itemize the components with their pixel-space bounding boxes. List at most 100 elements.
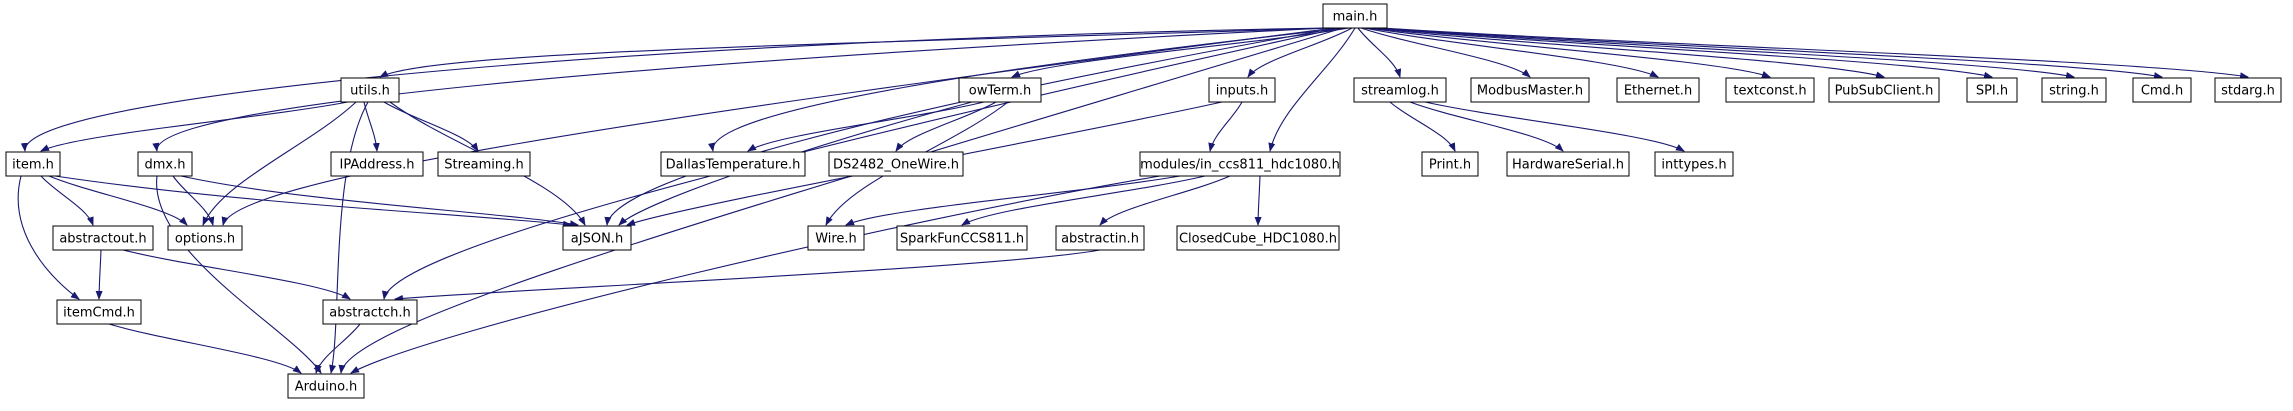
node-label-hardwareserial_h: HardwareSerial.h [1512,158,1624,173]
edge-main_h-to-owterm_h [1011,27,1350,78]
node-owterm_h[interactable]: owTerm.h [958,77,1042,103]
node-modules_in_ccs811_hdc1080_h[interactable]: modules/in_ccs811_hdc1080.h [1139,151,1341,177]
node-stdarg_h[interactable]: stdarg.h [2214,77,2282,103]
node-box-pubsubclient_h[interactable] [1828,77,1940,103]
node-label-dallastemperature_h: DallasTemperature.h [666,158,801,173]
edge-main_h-to-inputs_h [1247,27,1353,78]
node-box-owterm_h[interactable] [958,77,1042,103]
edge-utils_h-to-item_h [40,101,349,152]
node-box-ds2482_onewire_h[interactable] [828,151,964,177]
node-box-inputs_h[interactable] [1208,77,1276,103]
node-box-hardwareserial_h[interactable] [1506,151,1630,177]
node-abstractout_h[interactable]: abstractout.h [52,225,154,251]
node-ethernet_h[interactable]: Ethernet.h [1616,77,1700,103]
node-inttypes_h[interactable]: inttypes.h [1654,151,1734,177]
node-streaming_h[interactable]: Streaming.h [437,151,531,177]
node-label-streaming_h: Streaming.h [444,158,524,173]
node-label-streamlog_h: streamlog.h [1361,84,1439,99]
node-box-abstractch_h[interactable] [322,299,418,325]
node-box-item_h[interactable] [5,151,61,177]
node-hardwareserial_h[interactable]: HardwareSerial.h [1506,151,1630,177]
node-arduino_h[interactable]: Arduino.h [287,373,365,399]
edges-layer [17,27,2249,374]
node-box-modbusmaster_h[interactable] [1470,77,1590,103]
edge-main_h-to-utils_h [379,27,1332,78]
node-box-string_h[interactable] [2041,77,2107,103]
node-ds2482_onewire_h[interactable]: DS2482_OneWire.h [828,151,964,177]
node-box-textconst_h[interactable] [1725,77,1815,103]
node-label-itemcmd_h: itemCmd.h [63,306,135,321]
node-closedcube_hdc1080_h[interactable]: ClosedCube_HDC1080.h [1176,225,1340,251]
node-box-ethernet_h[interactable] [1616,77,1700,103]
node-label-arduino_h: Arduino.h [295,380,357,395]
node-label-inttypes_h: inttypes.h [1661,158,1726,173]
node-dallastemperature_h[interactable]: DallasTemperature.h [660,151,806,177]
node-string_h[interactable]: string.h [2041,77,2107,103]
node-abstractch_h[interactable]: abstractch.h [322,299,418,325]
node-box-stdarg_h[interactable] [2214,77,2282,103]
edge-main_h-to-spi_h [1372,27,1993,79]
node-item_h[interactable]: item.h [5,151,61,177]
edge-item_h-to-options_h [48,175,188,226]
node-label-item_h: item.h [12,158,54,173]
edge-dmx_h-to-ajson_h [180,175,579,228]
edge-main_h-to-modbusmaster_h [1360,27,1531,78]
node-box-itemcmd_h[interactable] [56,299,142,325]
node-utils_h[interactable]: utils.h [340,77,400,103]
node-dmx_h[interactable]: dmx.h [137,151,193,177]
node-box-ajson_h[interactable] [562,225,632,251]
node-inputs_h[interactable]: inputs.h [1208,77,1276,103]
node-ipaddress_h[interactable]: IPAddress.h [330,151,424,177]
edge-main_h-to-cmd_h [1378,27,2163,80]
node-wire_h[interactable]: Wire.h [807,225,865,251]
node-box-utils_h[interactable] [340,77,400,103]
node-label-ipaddress_h: IPAddress.h [340,158,415,173]
node-cmd_h[interactable]: Cmd.h [2132,77,2192,103]
node-box-dmx_h[interactable] [137,151,193,177]
node-label-abstractout_h: abstractout.h [59,232,146,247]
edge-main_h-to-pubsubclient_h [1369,27,1885,79]
edge-main_h-to-string_h [1375,27,2075,79]
edge-item_h-to-ajson_h [54,175,572,228]
node-box-spi_h[interactable] [1966,77,2018,103]
node-box-main_h[interactable] [1322,3,1388,29]
node-label-textconst_h: textconst.h [1733,84,1806,99]
node-sparkfunccs811_h[interactable]: SparkFunCCS811.h [896,225,1028,251]
node-label-utils_h: utils.h [350,84,390,99]
node-box-abstractout_h[interactable] [52,225,154,251]
edge-utils_h-to-ipaddress_h [363,101,380,152]
edge-main_h-to-ajson_h [604,27,1338,226]
node-spi_h[interactable]: SPI.h [1966,77,2018,103]
node-box-options_h[interactable] [167,225,243,251]
node-main_h[interactable]: main.h [1322,3,1388,29]
node-box-wire_h[interactable] [807,225,865,251]
node-box-dallastemperature_h[interactable] [660,151,806,177]
node-box-cmd_h[interactable] [2132,77,2192,103]
node-box-inttypes_h[interactable] [1654,151,1734,177]
node-box-sparkfunccs811_h[interactable] [896,225,1028,251]
node-abstractin_h[interactable]: abstractin.h [1055,225,1145,251]
node-options_h[interactable]: options.h [167,225,243,251]
node-box-abstractin_h[interactable] [1055,225,1145,251]
node-box-arduino_h[interactable] [287,373,365,399]
node-box-streamlog_h[interactable] [1353,77,1447,103]
edge-main_h-to-arduino_h [338,27,1344,374]
edge-modules_in_ccs811_hdc1080_h-to-abstractin_h [1099,175,1231,226]
node-print_h[interactable]: Print.h [1421,151,1479,177]
node-streamlog_h[interactable]: streamlog.h [1353,77,1447,103]
node-itemcmd_h[interactable]: itemCmd.h [56,299,142,325]
edge-item_h-to-abstractout_h [40,175,94,226]
node-ajson_h[interactable]: aJSON.h [562,225,632,251]
node-box-modules_in_ccs811_hdc1080_h[interactable] [1139,151,1341,177]
node-pubsubclient_h[interactable]: PubSubClient.h [1828,77,1940,103]
node-box-print_h[interactable] [1421,151,1479,177]
node-modbusmaster_h[interactable]: ModbusMaster.h [1470,77,1590,103]
node-textconst_h[interactable]: textconst.h [1725,77,1815,103]
node-box-closedcube_hdc1080_h[interactable] [1176,225,1340,251]
node-box-ipaddress_h[interactable] [330,151,424,177]
node-box-streaming_h[interactable] [437,151,531,177]
edge-abstractout_h-to-itemcmd_h [95,249,103,300]
node-label-string_h: string.h [2049,84,2099,99]
